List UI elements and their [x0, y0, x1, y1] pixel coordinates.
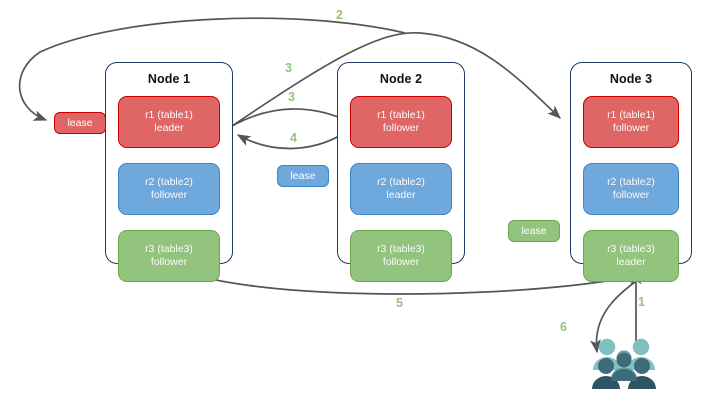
step-label-5: 5 — [396, 296, 403, 310]
node-3-range-r1[interactable]: r1 (table1) follower — [583, 96, 679, 148]
step-label-3b: 3 — [288, 90, 295, 104]
node-2-container[interactable]: Node 2 r1 (table1) follower r2 (table2) … — [337, 62, 465, 282]
node-1-range-r2[interactable]: r2 (table2) follower — [118, 163, 220, 215]
step-label-4: 4 — [290, 131, 297, 145]
node-2-title: Node 2 — [379, 72, 423, 86]
range-label: r3 (table3) — [145, 243, 193, 255]
range-role: follower — [382, 256, 420, 268]
range-label: r1 (table1) — [607, 109, 655, 121]
node-2-range-r2[interactable]: r2 (table2) leader — [350, 163, 452, 215]
lease-badge-r1[interactable]: lease — [54, 112, 106, 134]
step-label-2: 2 — [336, 8, 343, 22]
range-label: r1 (table1) — [377, 109, 425, 121]
range-role: follower — [612, 189, 650, 201]
range-role: leader — [386, 189, 416, 201]
step-label-1: 1 — [638, 295, 645, 309]
lease-badge-r2[interactable]: lease — [277, 165, 329, 187]
range-role: follower — [150, 256, 188, 268]
range-role: follower — [612, 122, 650, 134]
users-icon-group — [592, 338, 656, 389]
node-2-range-r3[interactable]: r3 (table3) follower — [350, 230, 452, 282]
range-label: r2 (table2) — [377, 176, 425, 188]
node-3-range-r3[interactable]: r3 (table3) leader — [583, 230, 679, 282]
range-role: leader — [154, 122, 184, 134]
node-1-container[interactable]: Node 1 r1 (table1) leader r2 (table2) fo… — [105, 62, 233, 282]
range-label: r2 (table2) — [145, 176, 193, 188]
node-1-range-r3[interactable]: r3 (table3) follower — [118, 230, 220, 282]
range-label: r3 (table3) — [607, 243, 655, 255]
node-3-title: Node 3 — [609, 72, 653, 86]
range-label: r3 (table3) — [377, 243, 425, 255]
step-label-6: 6 — [560, 320, 567, 334]
arrow-step-3-to-node3 — [231, 31, 561, 127]
range-role: leader — [616, 256, 646, 268]
range-label: r2 (table2) — [607, 176, 655, 188]
node-2-range-r1[interactable]: r1 (table1) follower — [350, 96, 452, 148]
node-1-title: Node 1 — [147, 72, 191, 86]
node-1-range-r1[interactable]: r1 (table1) leader — [118, 96, 220, 148]
range-role: follower — [382, 122, 420, 134]
node-3-range-r2[interactable]: r2 (table2) follower — [583, 163, 679, 215]
arrow-step-2 — [18, 17, 406, 121]
range-label: r1 (table1) — [145, 109, 193, 121]
step-label-3a: 3 — [285, 61, 292, 75]
lease-badge-r3[interactable]: lease — [508, 220, 560, 242]
range-role: follower — [150, 189, 188, 201]
node-3-container[interactable]: Node 3 r1 (table1) follower r2 (table2) … — [570, 62, 692, 282]
